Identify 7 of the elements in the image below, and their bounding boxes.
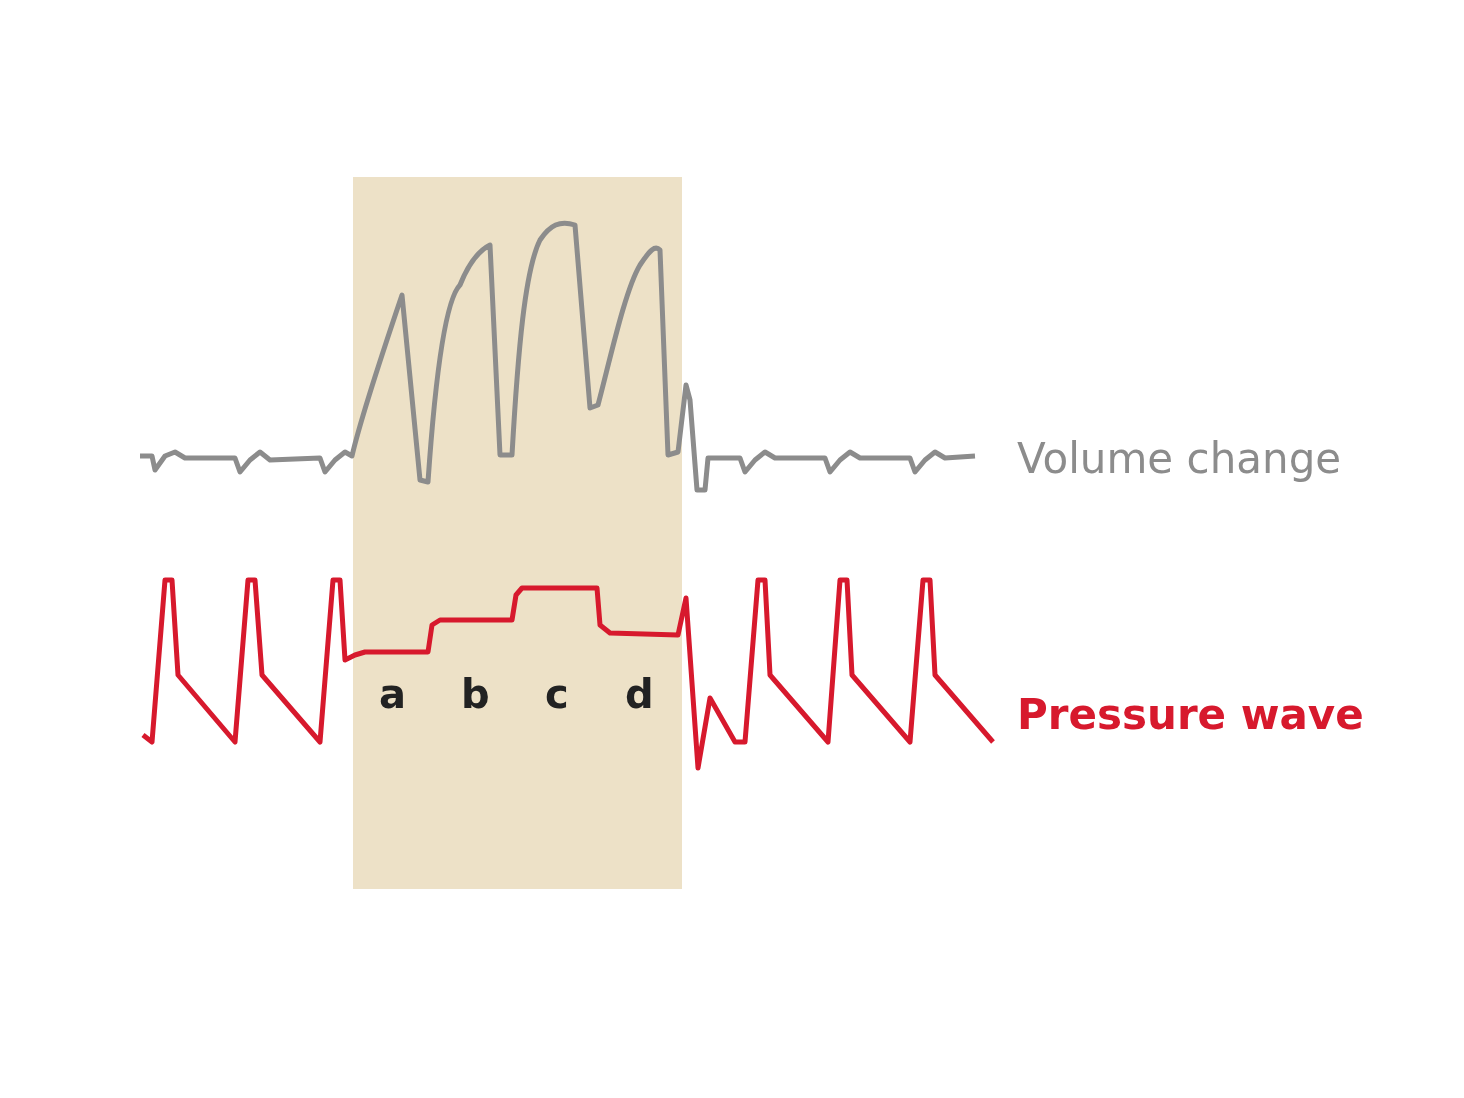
waveform-label: Volume change [1017, 438, 1342, 480]
phase-letter: c [545, 674, 569, 714]
highlight-band [353, 177, 682, 889]
phase-letter: d [625, 674, 654, 714]
phase-letter: a [379, 674, 406, 714]
phase-letter: b [461, 674, 490, 714]
waveform-label: Pressure wave [1017, 694, 1364, 736]
